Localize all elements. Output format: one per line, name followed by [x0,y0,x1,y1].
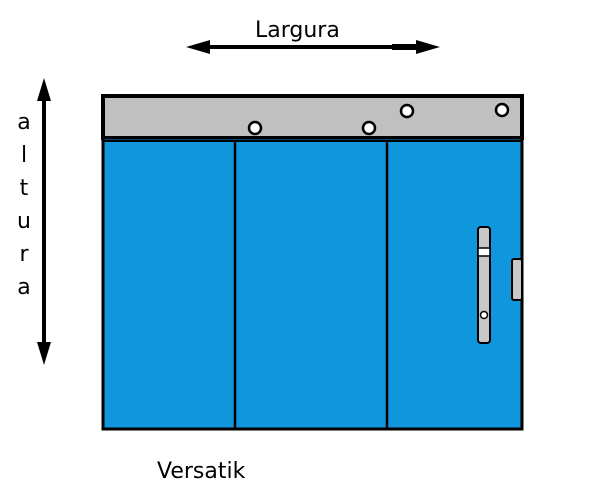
track-wheel [494,102,510,118]
track-wheel [399,103,415,119]
door-stop [511,258,523,301]
height-letter: l [20,143,28,168]
height-arrow [37,78,51,365]
track-wheel [361,120,377,136]
door-handle-icon [477,226,491,344]
top-track [101,94,524,140]
track-wheel [247,120,263,136]
height-letter: a [17,110,31,135]
height-label: a l t u r a [14,111,34,309]
height-letter: a [17,275,31,300]
model-label: Versatik [157,459,246,484]
height-letter: u [17,209,31,234]
height-letter: t [19,176,29,201]
width-arrow [186,40,440,54]
door-panels [101,136,524,431]
width-label: Largura [255,18,340,43]
height-letter: r [19,242,29,267]
